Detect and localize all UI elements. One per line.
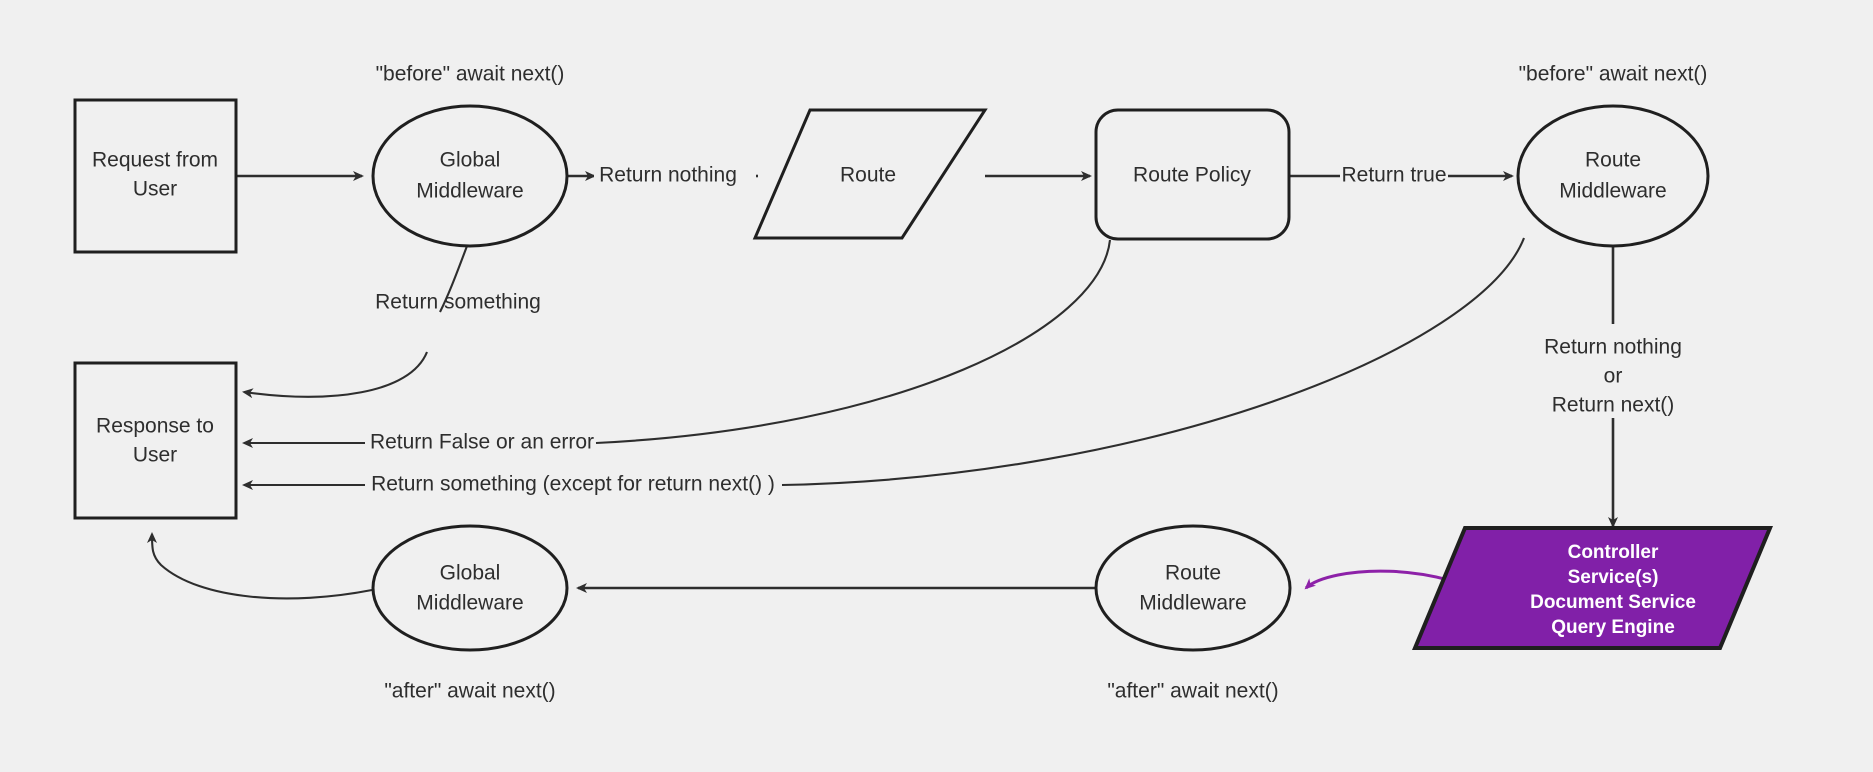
node-route-middleware-after-line2: Middleware — [1139, 592, 1246, 615]
annotation-before-route: "before" await next() — [1519, 63, 1708, 86]
node-route-middleware-after[interactable]: Route Middleware — [1094, 524, 1292, 652]
node-global-middleware-before-line1: Global — [440, 149, 501, 172]
node-controller-line3: Document Service — [1530, 592, 1696, 613]
node-global-middleware-before-line2: Middleware — [416, 180, 523, 203]
node-controller-line4: Query Engine — [1551, 617, 1675, 638]
annotation-return-nothing: Return nothing — [1544, 336, 1682, 359]
node-request-from-user[interactable]: Request from User — [73, 98, 238, 254]
node-global-middleware-after-line2: Middleware — [416, 592, 523, 615]
node-request-from-user-line2: User — [133, 178, 177, 201]
edge-global-mw-after-to-response — [147, 532, 373, 600]
node-request-from-user-line1: Request from — [92, 149, 218, 172]
node-route-middleware-before[interactable]: Route Middleware — [1516, 104, 1710, 248]
edge-label-return-false: Return False or an error — [370, 431, 594, 454]
edge-label-return-true: Return true — [1341, 164, 1446, 187]
node-route-policy-label: Route Policy — [1133, 164, 1251, 187]
edge-label-return-nothing: Return nothing — [599, 164, 737, 187]
annotation-return-next: Return next() — [1552, 394, 1675, 417]
node-route-policy[interactable]: Route Policy — [1094, 108, 1291, 241]
annotation-return-or: or — [1604, 365, 1623, 388]
edge-label-return-something: Return something — [375, 291, 541, 314]
node-route-middleware-before-line1: Route — [1585, 149, 1641, 172]
node-controller-line1: Controller — [1568, 542, 1659, 563]
node-response-to-user[interactable]: Response to User — [73, 361, 238, 520]
node-controller-services[interactable]: Controller Service(s) Document Service Q… — [1412, 526, 1773, 650]
node-controller-line2: Service(s) — [1568, 567, 1659, 588]
node-route-middleware-before-line2: Middleware — [1559, 180, 1666, 203]
annotation-after-route: "after" await next() — [1107, 680, 1278, 703]
node-response-to-user-line1: Response to — [96, 415, 214, 438]
annotation-before-global: "before" await next() — [376, 63, 565, 86]
edge-policy-return-false — [242, 239, 1112, 448]
edge-global-return-something — [242, 245, 468, 399]
node-global-middleware-after-line1: Global — [440, 562, 501, 585]
node-route[interactable]: Route — [752, 108, 988, 240]
node-route-label: Route — [840, 164, 896, 187]
annotation-after-global: "after" await next() — [384, 680, 555, 703]
edge-route-mw-return-something — [242, 237, 1525, 490]
edge-label-return-something-except: Return something (except for return next… — [371, 473, 775, 496]
node-response-to-user-line2: User — [133, 444, 177, 467]
node-route-middleware-after-line1: Route — [1165, 562, 1221, 585]
node-global-middleware-before[interactable]: Global Middleware — [371, 104, 569, 248]
node-global-middleware-after[interactable]: Global Middleware — [371, 524, 569, 652]
